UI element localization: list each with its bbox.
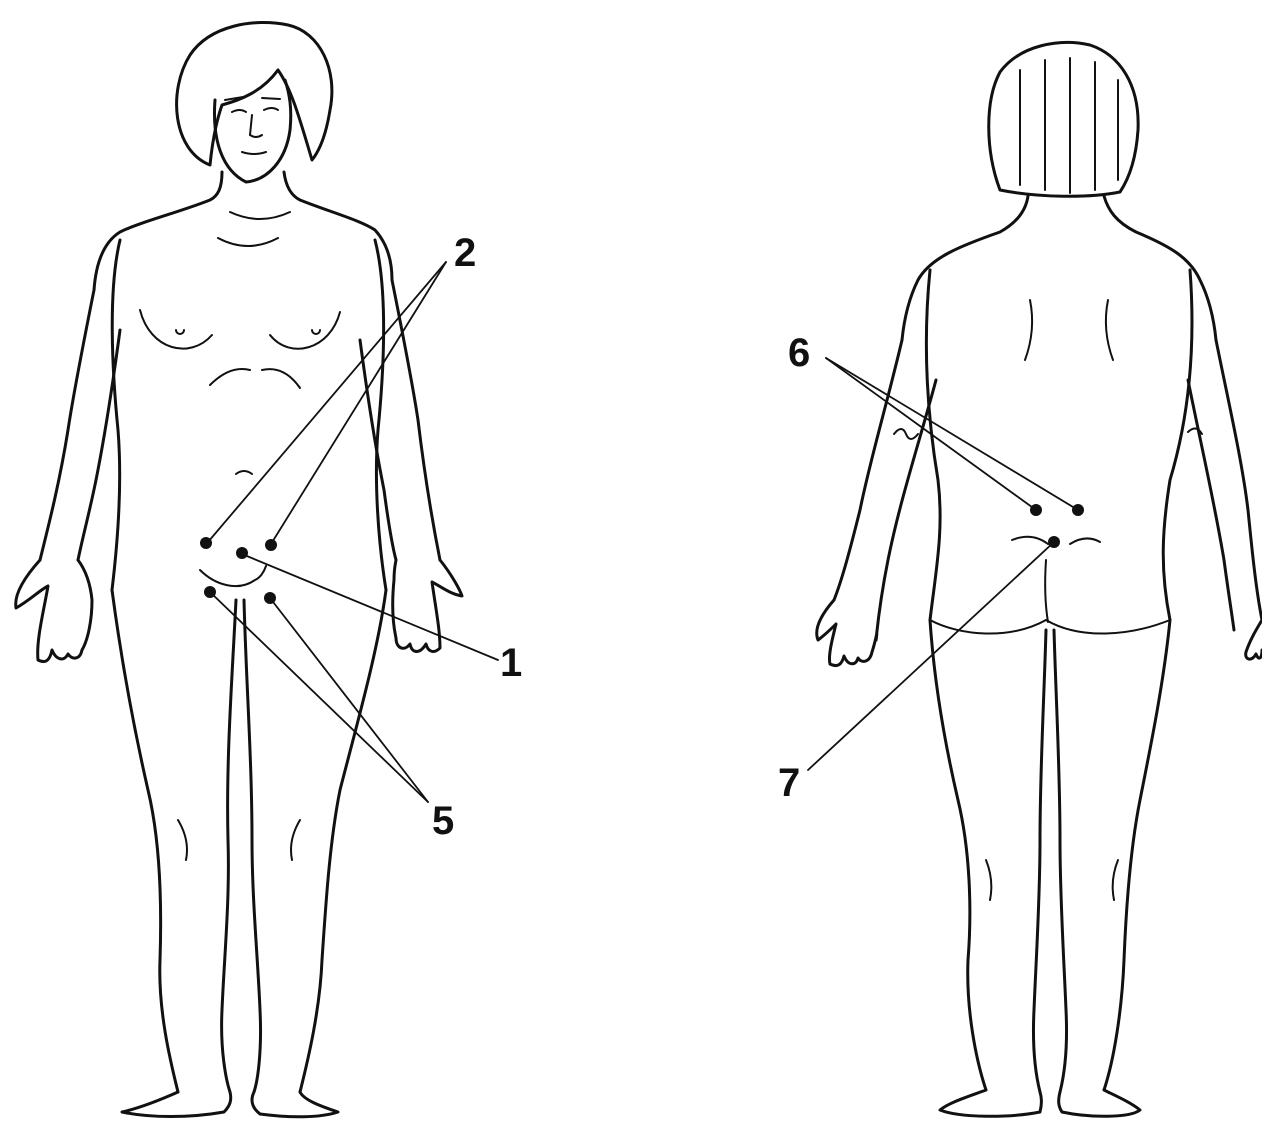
leader-6a [826, 358, 1036, 510]
back-right-hand [1246, 620, 1262, 659]
point-2-right [265, 539, 277, 551]
back-left-arm [834, 340, 936, 640]
front-left-arm [40, 290, 120, 560]
front-neck-shoulders [94, 172, 392, 290]
leader-2b [271, 262, 446, 544]
front-left-hand [16, 560, 92, 662]
back-feet [940, 1090, 1140, 1116]
label-2: 2 [454, 231, 476, 275]
leader-2a [208, 262, 446, 542]
front-right-hand [393, 560, 462, 652]
point-7 [1048, 536, 1060, 548]
back-legs [930, 620, 1170, 1092]
front-legs [112, 590, 386, 1092]
leader-lines [208, 262, 1078, 802]
leader-5b [270, 598, 428, 802]
point-1 [236, 547, 248, 559]
back-hair [989, 42, 1138, 196]
label-7: 7 [778, 761, 800, 805]
point-6-left [1030, 504, 1042, 516]
back-figure [817, 42, 1262, 1116]
front-pelvis [200, 566, 266, 586]
front-right-arm [360, 280, 440, 560]
points [200, 504, 1084, 604]
back-buttocks [930, 537, 1170, 634]
point-2-left [200, 537, 212, 549]
point-5-left [204, 586, 216, 598]
back-neck-shoulders [902, 196, 1216, 340]
leader-5a [210, 592, 428, 802]
label-5: 5 [432, 799, 454, 843]
front-hair [177, 23, 332, 165]
front-torso [112, 240, 386, 590]
front-face [214, 80, 290, 182]
back-torso [926, 270, 1192, 620]
point-6-right [1072, 504, 1084, 516]
point-5-right [264, 592, 276, 604]
back-right-arm [1188, 340, 1262, 630]
label-1: 1 [500, 641, 522, 685]
labels: 2 1 5 6 7 [432, 231, 810, 843]
front-feet [122, 1092, 338, 1117]
front-chest [140, 310, 340, 349]
leader-1 [242, 554, 498, 660]
front-figure [16, 23, 462, 1117]
label-6: 6 [788, 331, 810, 375]
back-left-hand [817, 600, 877, 666]
